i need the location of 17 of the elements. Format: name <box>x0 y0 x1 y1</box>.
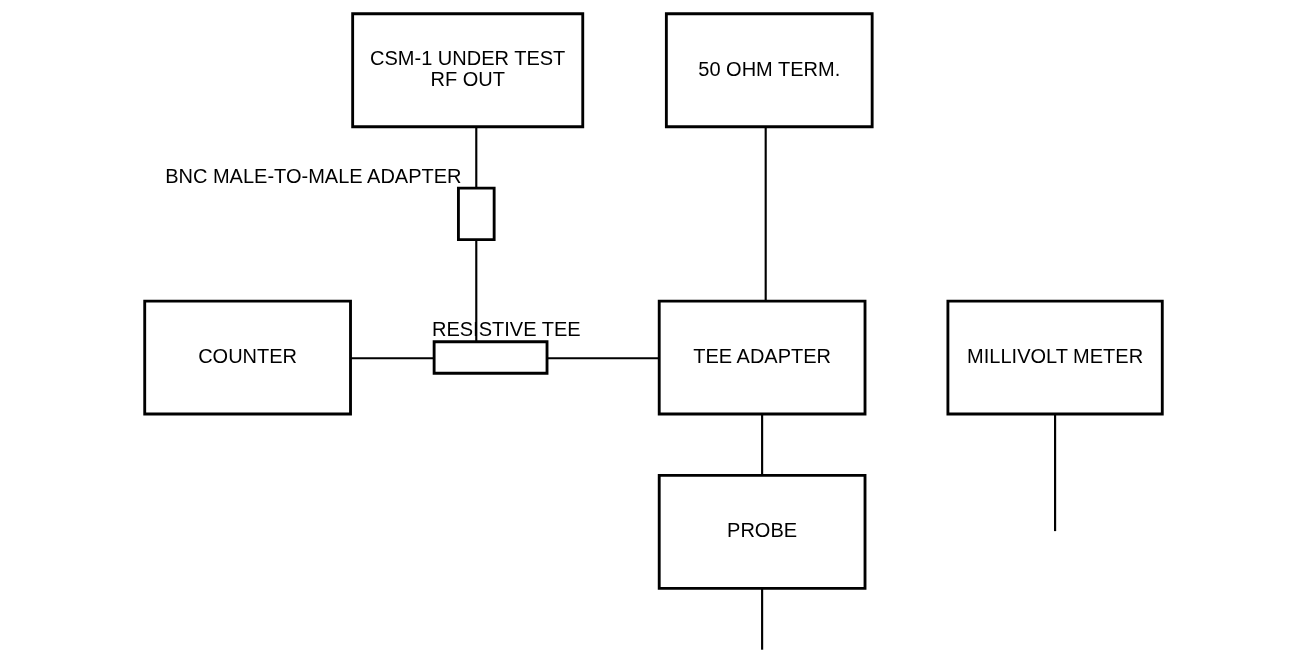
connector <box>474 127 477 188</box>
node-box: CSM-1 UNDER TEST RF OUT <box>350 12 584 129</box>
connector <box>760 414 763 475</box>
node-box: COUNTER <box>142 299 352 416</box>
node-label: BNC MALE-TO-MALE ADAPTER <box>164 164 462 187</box>
connector <box>760 588 763 650</box>
node-box: PROBE <box>657 474 866 590</box>
connector <box>1053 414 1056 532</box>
connector <box>764 127 767 301</box>
node-box: MILLIVOLT METER <box>946 299 1164 416</box>
node-box <box>432 340 548 375</box>
node-box: 50 OHM TERM. <box>664 12 874 129</box>
connector <box>350 357 434 360</box>
node-box <box>456 186 496 242</box>
node-box: TEE ADAPTER <box>657 299 866 416</box>
connector <box>474 240 477 342</box>
connector <box>547 357 659 360</box>
